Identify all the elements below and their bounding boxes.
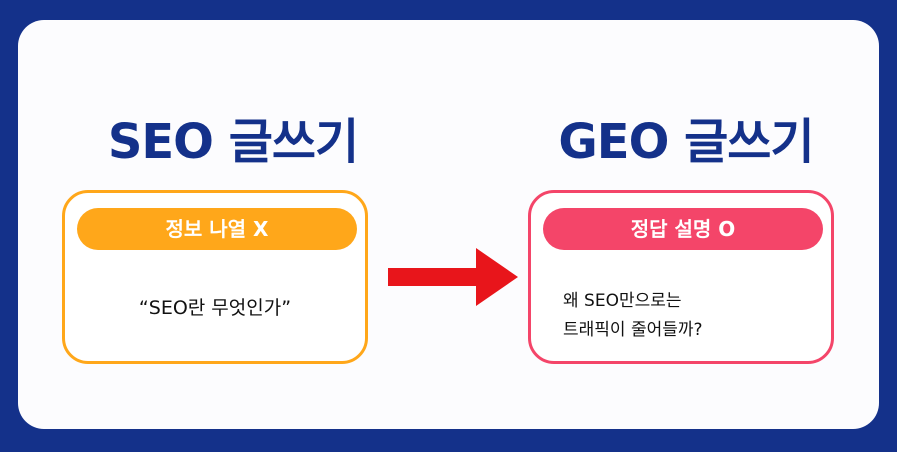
geo-example-line-2: 트래픽이 줄어들까? <box>563 320 703 340</box>
geo-box: 정답 설명 O 왜 SEO만으로는 트래픽이 줄어들까? <box>528 190 834 364</box>
geo-example-line-1: 왜 SEO만으로는 <box>563 291 682 311</box>
seo-badge: 정보 나열 X <box>77 208 357 250</box>
arrow-right-icon <box>388 248 518 306</box>
seo-example-text: “SEO란 무엇인가” <box>138 297 292 319</box>
seo-box: 정보 나열 X “SEO란 무엇인가” <box>62 190 368 364</box>
geo-example-text: 왜 SEO만으로는 트래픽이 줄어들까? <box>563 287 823 345</box>
diagram-card: SEO 글쓰기 GEO 글쓰기 정보 나열 X “SEO란 무엇인가” 정답 설… <box>18 20 879 429</box>
geo-writing-title: GEO 글쓰기 <box>558 114 814 170</box>
seo-writing-title: SEO 글쓰기 <box>107 114 359 170</box>
geo-badge: 정답 설명 O <box>543 208 823 250</box>
